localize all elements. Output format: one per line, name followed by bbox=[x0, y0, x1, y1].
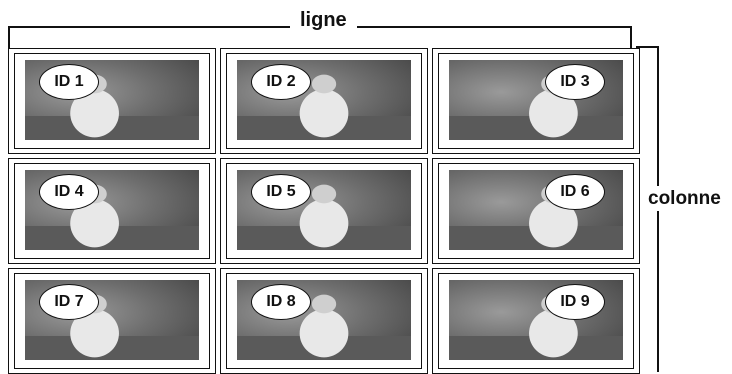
column-label: colonne bbox=[648, 186, 721, 211]
tile-id-badge: ID 5 bbox=[251, 174, 311, 210]
tile-photo bbox=[237, 60, 411, 140]
image-tile[interactable]: ID 5 bbox=[220, 158, 428, 264]
tile-id-badge: ID 7 bbox=[39, 284, 99, 320]
image-tile-frame: ID 1 bbox=[14, 53, 210, 149]
tile-id-badge: ID 6 bbox=[545, 174, 605, 210]
tile-id-badge: ID 9 bbox=[545, 284, 605, 320]
tile-grid: ID 1 ID 2 ID 3 ID 4 ID 5 ID 6 ID 7 ID 8 ID 9 bbox=[8, 48, 640, 374]
image-tile[interactable]: ID 9 bbox=[432, 268, 640, 374]
image-tile-frame: ID 7 bbox=[14, 273, 210, 369]
image-tile-frame: ID 4 bbox=[14, 163, 210, 259]
image-tile[interactable]: ID 6 bbox=[432, 158, 640, 264]
image-tile-frame: ID 9 bbox=[438, 273, 634, 369]
column-bracket-top-tick bbox=[636, 46, 658, 48]
image-tile[interactable]: ID 4 bbox=[8, 158, 216, 264]
tile-id-badge: ID 3 bbox=[545, 64, 605, 100]
image-tile-frame: ID 3 bbox=[438, 53, 634, 149]
image-tile-frame: ID 6 bbox=[438, 163, 634, 259]
image-tile[interactable]: ID 7 bbox=[8, 268, 216, 374]
tile-id-badge: ID 4 bbox=[39, 174, 99, 210]
row-label: ligne bbox=[290, 10, 357, 30]
image-tile[interactable]: ID 1 bbox=[8, 48, 216, 154]
image-tile[interactable]: ID 3 bbox=[432, 48, 640, 154]
tile-id-badge: ID 1 bbox=[39, 64, 99, 100]
image-tile-frame: ID 2 bbox=[226, 53, 422, 149]
tile-id-badge: ID 8 bbox=[251, 284, 311, 320]
row-bracket-right-tick bbox=[630, 26, 632, 48]
tile-photo bbox=[237, 170, 411, 250]
row-bracket-left-tick bbox=[8, 26, 10, 48]
image-tile-frame: ID 8 bbox=[226, 273, 422, 369]
image-tile[interactable]: ID 8 bbox=[220, 268, 428, 374]
tile-photo bbox=[237, 280, 411, 360]
tile-photo bbox=[449, 170, 623, 250]
image-tile[interactable]: ID 2 bbox=[220, 48, 428, 154]
tile-id-badge: ID 2 bbox=[251, 64, 311, 100]
image-tile-frame: ID 5 bbox=[226, 163, 422, 259]
